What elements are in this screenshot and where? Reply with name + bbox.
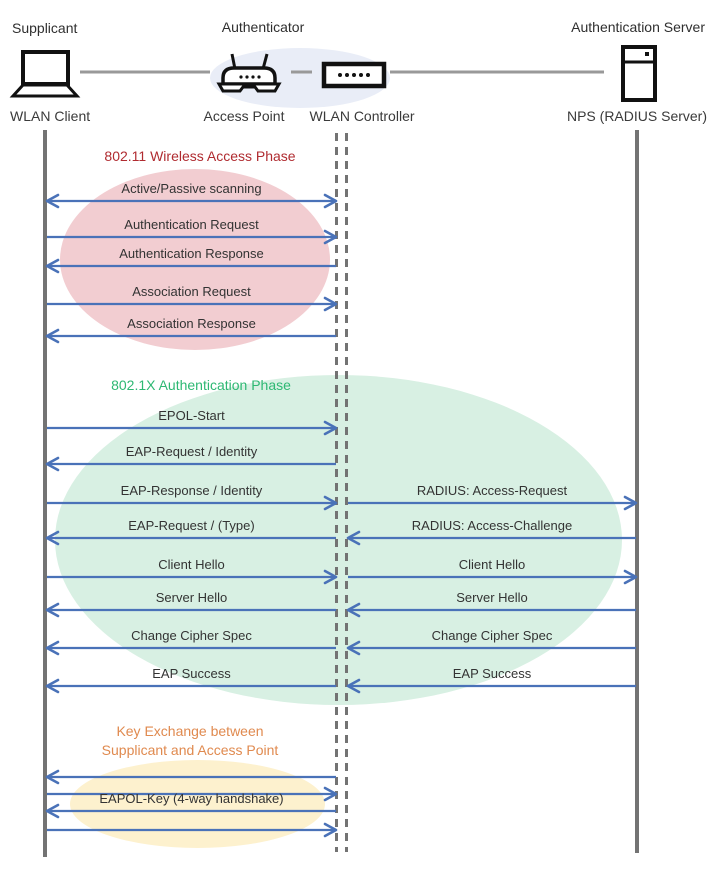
lifeline-access-point-dashed [335,133,338,852]
arrowhead-icon [45,602,60,618]
arrowhead-icon [323,786,338,802]
message-label: EAPOL-Key (4-way handshake) [99,791,283,806]
node-icons-layer [9,45,657,102]
message-left-segment: EPOL-Start [47,408,338,436]
arrowhead-icon [323,495,338,511]
node-label-wlan-client: WLAN Client [10,108,91,124]
wlan-controller-icon [321,61,387,89]
message-label: EAP Success [453,666,532,681]
arrowhead-icon [45,456,60,472]
arrowhead-icon [45,328,60,344]
authentication-phase-title: 802.1X Authentication Phase [111,377,291,393]
message-left-segment: Client Hello [47,557,338,585]
access-point-icon [216,53,282,93]
role-label-authenticator: Authenticator [221,19,305,35]
node-label-wlan-controller: WLAN Controller [309,108,415,124]
message-label: EAP Success [152,666,231,681]
arrowhead-icon [346,602,361,618]
key-exchange-phase-ellipse [70,760,325,848]
laptop-icon [9,50,81,98]
arrowhead-icon [323,296,338,312]
arrowhead-icon [45,803,60,819]
message-label: EAP-Request / (Type) [128,518,254,533]
message-label: EPOL-Start [158,408,225,423]
message-right-segment: RADIUS: Access-Challenge [346,518,636,546]
arrowhead-icon [346,640,361,656]
message-label: EAP-Response / Identity [121,483,263,498]
message-label: Server Hello [156,590,228,605]
arrowhead-icon [45,258,60,274]
message-label: EAP-Request / Identity [126,444,258,459]
message-left-segment: Authentication Response [45,246,336,274]
authentication-phase-ellipse [55,375,622,705]
lifeline-wlan-controller-dashed [345,133,348,852]
message-label: Association Request [132,284,251,299]
message-left-segment [47,786,338,802]
arrowhead-icon [623,495,638,511]
arrowhead-icon [45,769,60,785]
lifeline-wlan-client [43,130,47,857]
message-left-segment: EAP-Request / Identity [45,444,336,472]
node-label-nps-radius-server: NPS (RADIUS Server) [566,108,708,124]
message-right-segment: Server Hello [346,590,636,618]
message-label: Authentication Request [124,217,259,232]
message-right-segment: Change Cipher Spec [346,628,636,656]
message-left-segment: Association Request [47,284,338,312]
message-label: RADIUS: Access-Challenge [412,518,572,533]
key-exchange-phase-title: Key Exchange between Supplicant and Acce… [90,722,290,760]
key-exchange-title-line1: Key Exchange between [116,723,264,739]
message-left-segment: EAPOL-Key (4-way handshake) [45,791,336,819]
message-left-segment: EAP Success [45,666,336,694]
message-label: Change Cipher Spec [131,628,252,643]
message-label: RADIUS: Access-Request [417,483,568,498]
arrowhead-icon [346,678,361,694]
arrowhead-icon [323,569,338,585]
message-left-segment: Change Cipher Spec [45,628,336,656]
message-label: Client Hello [459,557,525,572]
arrowhead-icon [45,193,60,209]
role-label-supplicant: Supplicant [12,20,78,36]
message-label: Change Cipher Spec [432,628,553,643]
message-left-segment: Active/Passive scanning [45,181,338,209]
message-left-segment: EAP-Request / (Type) [45,518,336,546]
message-left-segment: EAP-Response / Identity [47,483,338,511]
arrowhead-icon [323,229,338,245]
role-label-authentication-server: Authentication Server [571,19,705,35]
message-right-segment: Client Hello [348,557,638,585]
arrowhead-icon [623,569,638,585]
lifeline-radius-server [635,130,639,853]
arrowhead-icon [45,640,60,656]
arrowhead-icon [346,530,361,546]
node-label-access-point: Access Point [203,108,285,124]
message-left-segment: Authentication Request [47,217,338,245]
wireless-access-phase-ellipse [60,169,330,350]
key-exchange-title-line2: Supplicant and Access Point [101,742,279,758]
message-label: Server Hello [456,590,528,605]
message-label: Client Hello [158,557,224,572]
message-right-segment: EAP Success [346,666,636,694]
message-left-segment [45,769,336,785]
wireless-access-phase-title: 802.11 Wireless Access Phase [104,148,296,164]
arrowhead-icon [323,822,338,838]
message-left-segment: Server Hello [45,590,336,618]
message-right-segment: RADIUS: Access-Request [348,483,638,511]
server-icon [621,45,657,102]
message-label: Authentication Response [119,246,264,261]
arrowhead-icon [45,678,60,694]
arrowhead-icon [323,420,338,436]
arrowhead-icon [45,530,60,546]
message-label: Association Response [127,316,256,331]
message-left-segment: Association Response [45,316,336,344]
arrowhead-icon [323,193,338,209]
message-label: Active/Passive scanning [121,181,261,196]
message-left-segment [47,822,338,838]
